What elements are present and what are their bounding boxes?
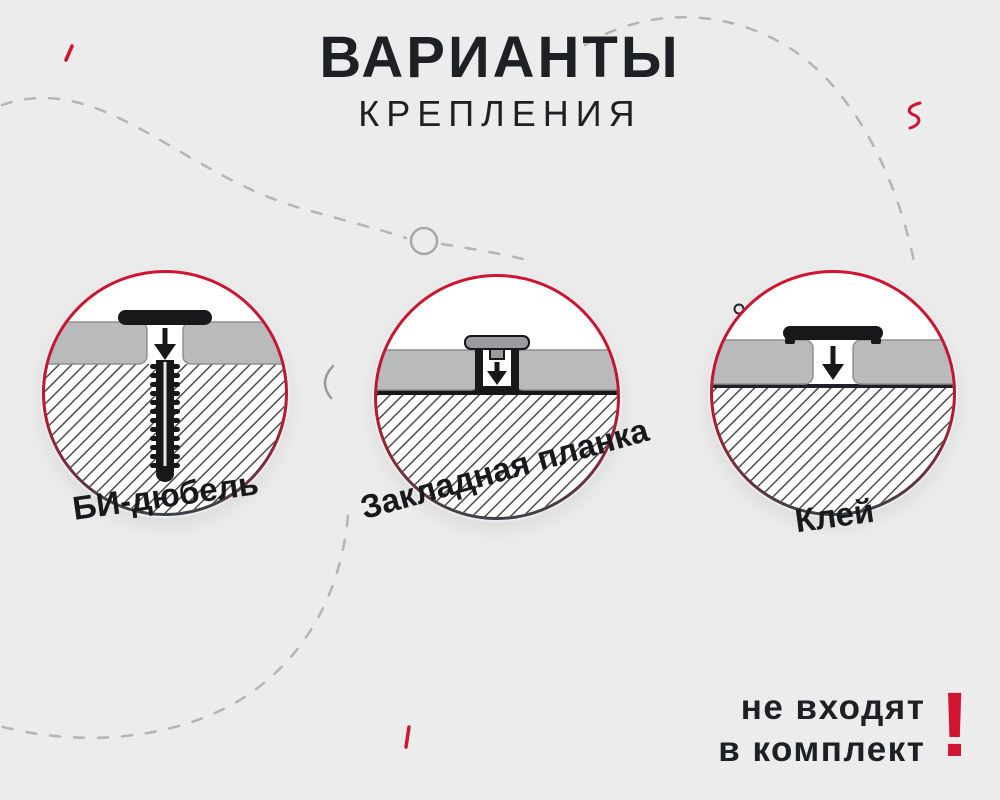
embedded-plank-cross-section-icon	[374, 274, 620, 520]
red-dash	[404, 725, 411, 749]
parenthesis-mark	[323, 364, 335, 400]
note-line-1: не входят	[740, 687, 926, 727]
title-line-2: КРЕПЛЕНИЯ	[358, 92, 642, 134]
dashed-curve	[0, 16, 918, 740]
note-text: не входят в комплект	[718, 687, 925, 772]
bi-dowel-cross-section-icon	[42, 270, 288, 516]
ring-outline	[409, 226, 439, 256]
exclamation-icon: !	[939, 674, 970, 777]
red-squiggle	[907, 101, 922, 130]
option-glue	[708, 268, 958, 518]
option-bi-dowel	[40, 268, 290, 518]
glue-cross-section-icon	[710, 270, 956, 516]
note-line-2: в комплект	[718, 730, 926, 770]
red-tick	[64, 44, 74, 62]
option-embedded-plank	[372, 272, 622, 522]
title-line-1: ВАРИАНТЫ	[319, 25, 681, 90]
page-title: ВАРИАНТЫ КРЕПЛЕНИЯ	[0, 25, 1000, 135]
not-included-note: не входят в комплект !	[718, 674, 970, 777]
